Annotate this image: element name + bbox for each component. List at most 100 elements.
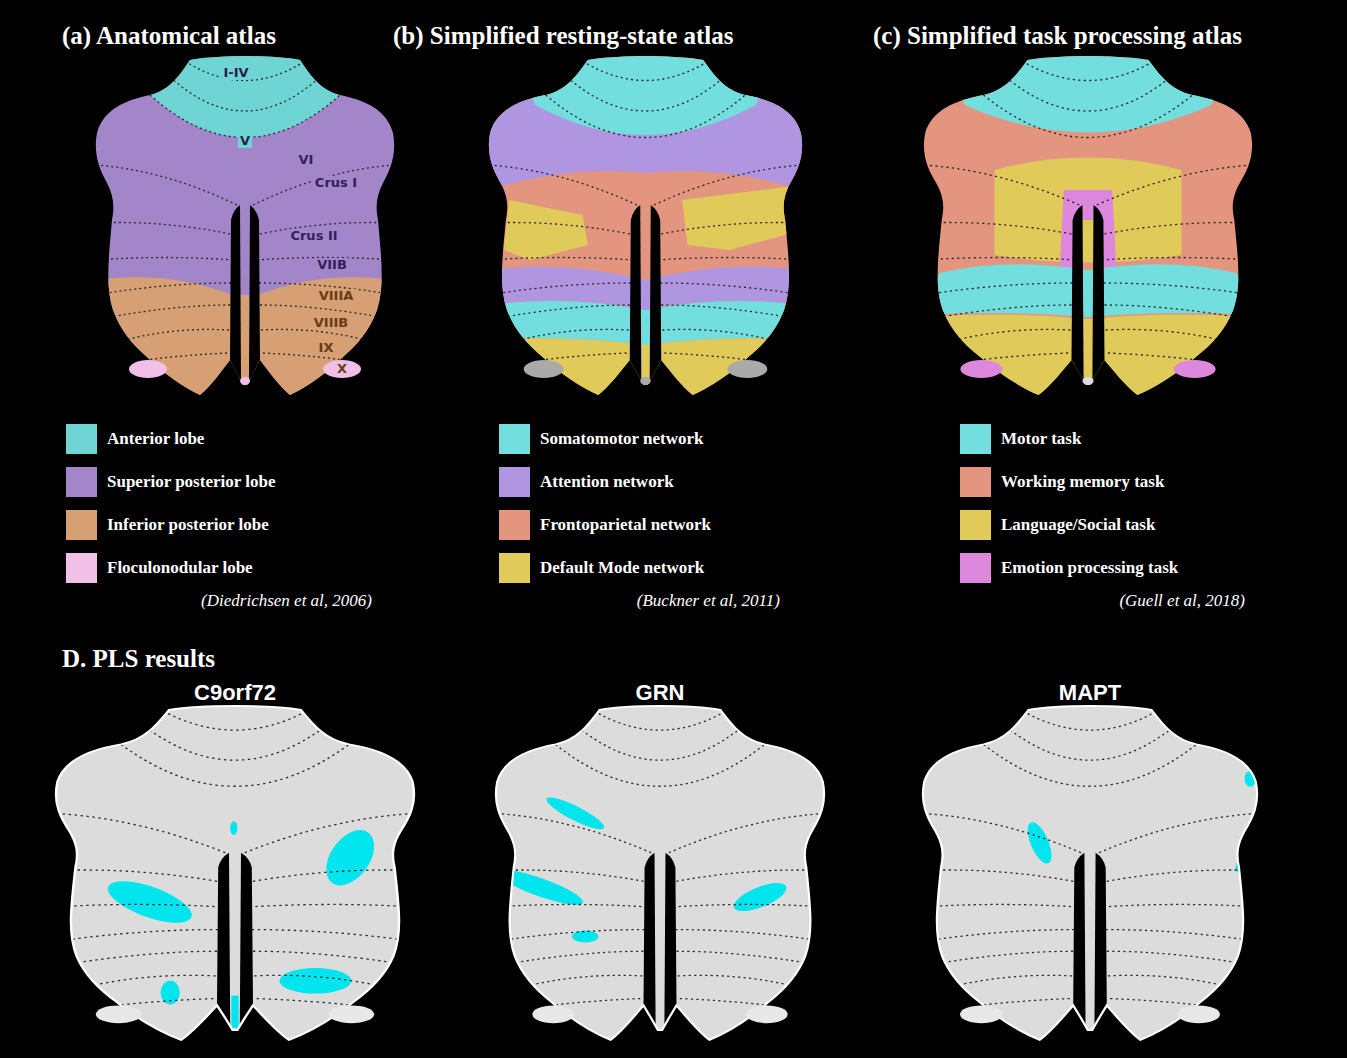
flatmap-shape: [90, 50, 400, 400]
flatmap-shape: [496, 706, 824, 1040]
flatmap-shape: [727, 360, 767, 378]
flatmap-shape: [494, 793, 791, 943]
gene-label: GRN: [636, 680, 685, 705]
legend-swatch: [960, 510, 991, 540]
flatmap-shape: [644, 853, 677, 1026]
flatmap-shape: [217, 853, 253, 1026]
lobule-label: VIIIA: [317, 289, 356, 303]
flatmap-shape: [95, 277, 395, 400]
flatmap-shape: [532, 1005, 574, 1023]
panel-title: (a) Anatomical atlas: [62, 22, 276, 51]
flatmap-shape: [101, 718, 384, 1028]
citation: (Buckner et al, 2011): [637, 591, 780, 611]
flatmap-shape: [316, 824, 383, 892]
flatmap-shape: [918, 50, 1259, 400]
flatmap-shape: [56, 706, 414, 1040]
flatmap-shape: [494, 864, 587, 911]
flatmap-shape: [1177, 1005, 1220, 1023]
legend-swatch: [66, 553, 97, 583]
flatmap-shape: [230, 821, 237, 835]
flatmap-shape: [490, 700, 831, 1045]
flatmap-shape: [95, 61, 395, 360]
legend-swatch: [66, 467, 97, 497]
flatmap-shape: [923, 706, 1257, 1040]
flatmap-shape: [918, 50, 1259, 400]
flatmap-shape: [1083, 377, 1094, 385]
legend-item: Frontoparietal network: [499, 510, 711, 540]
flatmap-shape: [1072, 205, 1105, 381]
legend-item: Inferior posterior lobe: [66, 510, 269, 540]
c9orf72-flatmap: [49, 700, 421, 1045]
flatmap-shape: [231, 996, 238, 1029]
legend-item: Motor task: [960, 424, 1081, 454]
flatmap-shape: [682, 185, 803, 250]
legend-text: Frontoparietal network: [540, 515, 711, 535]
flatmap-shape: [240, 377, 250, 385]
legend-item: Floculonodular lobe: [66, 553, 253, 583]
legend-text: Floculonodular lobe: [107, 558, 253, 578]
legend-swatch: [960, 467, 991, 497]
legend-swatch: [960, 424, 991, 454]
legend-text: Inferior posterior lobe: [107, 515, 269, 535]
anatomical-flatmap: [90, 50, 400, 400]
gene-label: C9orf72: [194, 680, 276, 705]
legend-item: Somatomotor network: [499, 424, 704, 454]
legend-swatch: [66, 510, 97, 540]
flatmap-shape: [922, 711, 1258, 1006]
flatmap-shape: [488, 338, 803, 400]
citation: (Diedrichsen et al, 2006): [201, 591, 372, 611]
legend-text: Attention network: [540, 472, 674, 492]
flatmap-shape: [524, 360, 564, 378]
flatmap-shape: [960, 1005, 1003, 1023]
flatmap-shape: [916, 700, 1263, 1045]
citation: (Guell et al, 2018): [1119, 591, 1245, 611]
flatmap-shape: [640, 377, 651, 385]
lobule-label: V: [238, 134, 252, 148]
panel-title: (b) Simplified resting-state atlas: [393, 22, 734, 51]
flatmap-shape: [323, 360, 361, 378]
flatmap-shape: [504, 200, 588, 260]
lobule-label: X: [335, 362, 349, 376]
flatmap-shape: [329, 1005, 375, 1023]
lobule-label: VIIB: [315, 258, 349, 272]
lobule-label: I-IV: [221, 66, 250, 80]
legend-swatch: [960, 553, 991, 583]
legend-item: Anterior lobe: [66, 424, 204, 454]
flatmap-shape: [923, 264, 1253, 317]
legend-text: Language/Social task: [1001, 515, 1155, 535]
flatmap-shape: [125, 718, 135, 728]
flatmap-shape: [490, 700, 831, 1045]
flatmap-shape: [1059, 190, 1116, 273]
flatmap-shape: [923, 314, 1253, 400]
legend-item: Superior posterior lobe: [66, 467, 275, 497]
flatmap-shape: [630, 205, 662, 381]
flatmap-shape: [230, 205, 260, 381]
legend-text: Emotion processing task: [1001, 558, 1178, 578]
flatmap-shape: [1023, 820, 1057, 866]
legend-item: Working memory task: [960, 467, 1164, 497]
flatmap-shape: [279, 968, 351, 994]
task-processing-flatmap: [918, 50, 1259, 400]
flatmap-shape: [572, 931, 598, 943]
lobule-label: IX: [317, 341, 336, 355]
legend-text: Anterior lobe: [107, 429, 204, 449]
flatmap-shape: [483, 50, 809, 400]
flatmap-shape: [916, 700, 1263, 1045]
flatmap-shape: [90, 50, 400, 400]
legend-text: Somatomotor network: [540, 429, 704, 449]
legend-swatch: [499, 467, 530, 497]
legend-text: Superior posterior lobe: [107, 472, 275, 492]
flatmap-shape: [49, 700, 421, 1045]
legend-swatch: [499, 553, 530, 583]
flatmap-shape: [509, 50, 782, 135]
legend-item: Default Mode network: [499, 553, 704, 583]
flatmap-shape: [55, 711, 415, 1006]
mapt-flatmap: [916, 700, 1263, 1045]
lobule-label: Crus II: [288, 229, 339, 243]
flatmap-shape: [129, 360, 167, 378]
flatmap-shape: [730, 877, 791, 917]
flatmap-shape: [365, 718, 375, 728]
lobule-label: VI: [297, 153, 316, 167]
flatmap-shape: [115, 50, 375, 138]
